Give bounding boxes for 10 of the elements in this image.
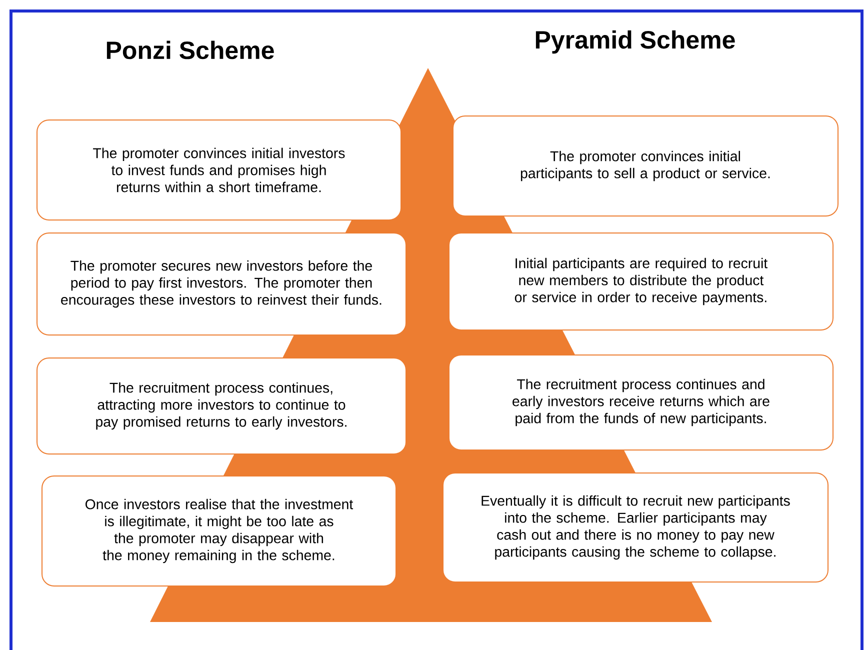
column-heading: Pyramid Scheme <box>536 30 735 54</box>
text-box: Eventually it is difficult to recruit new participants into the scheme. Earlier participants may cash out and there is no money to pay new participants causing the scheme to collapse. <box>442 472 828 582</box>
column-heading: Ponzi Scheme <box>106 40 274 60</box>
text-box: The promoter convinces initial participants to sell a product or service. <box>452 116 838 216</box>
text-box: Once investors realise that the investment is illegitimate, it might be too late as the promoter may disappear with the money remaining in the scheme. <box>42 475 396 586</box>
text-box: The recruitment process continues, attracting more investors to continue to pay promised returns to early investors. <box>36 357 406 454</box>
text-box: Initial participants are required to recruit new members to distribute the product or service in order to receive payments. <box>448 232 834 330</box>
text-box: The promoter secures new investors before the period to pay first investors. The promoter then encourages these investors to reinvest their funds. <box>36 232 406 336</box>
text-box: The promoter convinces initial investors to invest funds and promises high returns within a short timeframe. <box>36 120 402 220</box>
text-box: The recruitment process continues and early investors receive returns which are paid from the funds of new participants. <box>448 354 834 450</box>
